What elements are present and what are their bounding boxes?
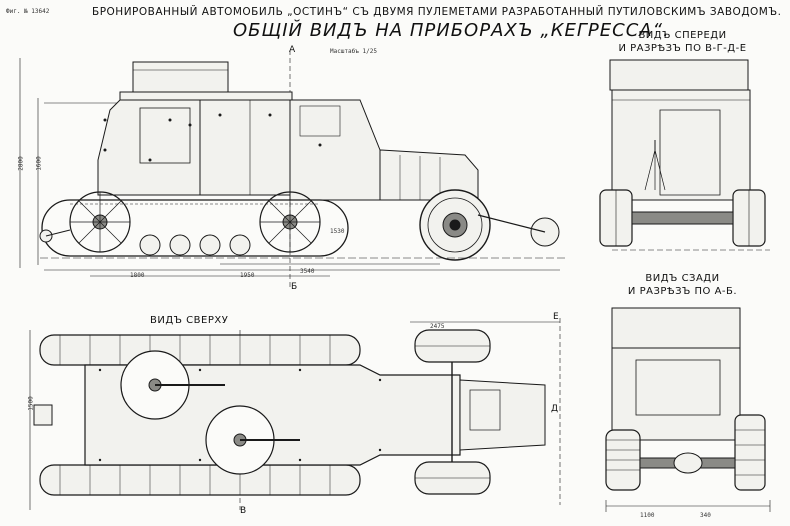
dim-label-top-1: 2475 (430, 323, 445, 330)
drawing-subtitle: ОБЩІЙ ВИДЪ НА ПРИБОРАХЪ „КЕГРЕССА“. (233, 20, 670, 41)
section-letter-d: Д (551, 404, 559, 414)
section-letter-a: А (289, 45, 296, 55)
sheet-number: Фиг. № 13642 (6, 8, 50, 15)
section-letter-b: Б (291, 282, 298, 292)
dim-label-length-1: 3540 (300, 268, 315, 275)
rear-view-label-1: ВИДЪ СЗАДИ (645, 273, 720, 284)
section-letter-v: В (240, 506, 247, 516)
side-view (19, 50, 565, 290)
dim-label-rear-1: 1100 (640, 512, 655, 519)
rear-view (605, 307, 771, 512)
top-view-label: ВИДЪ СВЕРХУ (150, 315, 229, 326)
drawing-header: БРОНИРОВАННЫЙ АВТОМОБИЛЬ „ОСТИНЪ“ СЪ ДВУ… (92, 6, 782, 18)
dim-label-length-3: 1950 (240, 272, 255, 279)
top-view (29, 318, 561, 510)
front-view-label-1: ВИДЪ СПЕРЕДИ (638, 30, 727, 41)
dim-label-rear-2: 340 (700, 512, 711, 519)
dim-label-side: 1530 (330, 228, 345, 235)
front-view (599, 59, 770, 251)
rear-view-label-2: И РАЗРѢЗЪ ПО А-Б. (627, 286, 738, 297)
front-view-label-2: И РАЗРѢЗЪ ПО В-Г-Д-Е (618, 43, 747, 54)
dim-label-length-2: 1800 (130, 272, 145, 279)
section-letter-e: Е (553, 312, 559, 322)
scale-note: Масштабъ 1/25 (330, 48, 377, 55)
